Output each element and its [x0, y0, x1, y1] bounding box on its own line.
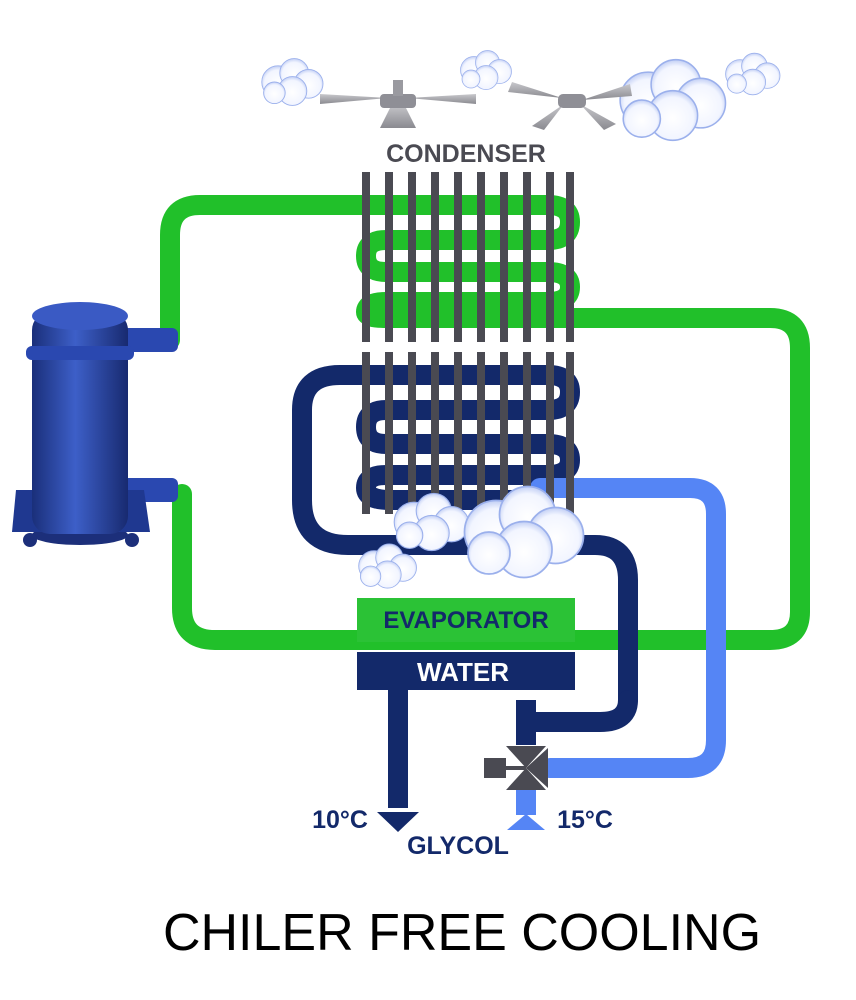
- water-box: [357, 652, 575, 690]
- evaporator-label: EVAPORATOR: [383, 607, 548, 634]
- fan-icon: [320, 80, 476, 128]
- glycol-label: GLYCOL: [407, 832, 509, 860]
- diagram-title: CHILER FREE COOLING: [163, 904, 761, 962]
- evaporator-box: [357, 598, 575, 642]
- water-label: WATER: [417, 657, 509, 687]
- three-way-valve-icon: [484, 746, 548, 790]
- fan-icon: [508, 82, 632, 130]
- glycol-return: [516, 478, 726, 815]
- cloud-icon: [725, 52, 781, 96]
- condenser-label: CONDENSER: [386, 140, 546, 168]
- condenser-coil: [362, 172, 574, 514]
- outlet-temp-label: 10°C: [312, 806, 368, 834]
- cloud-icon: [619, 58, 727, 142]
- glycol-loop: [292, 365, 638, 808]
- arrow-up-icon: [507, 814, 545, 830]
- cloud-icon: [460, 50, 512, 90]
- compressor-icon: [12, 302, 178, 547]
- cloud-icon: [261, 58, 324, 106]
- arrow-down-icon: [377, 812, 419, 832]
- inlet-temp-label: 15°C: [557, 806, 613, 834]
